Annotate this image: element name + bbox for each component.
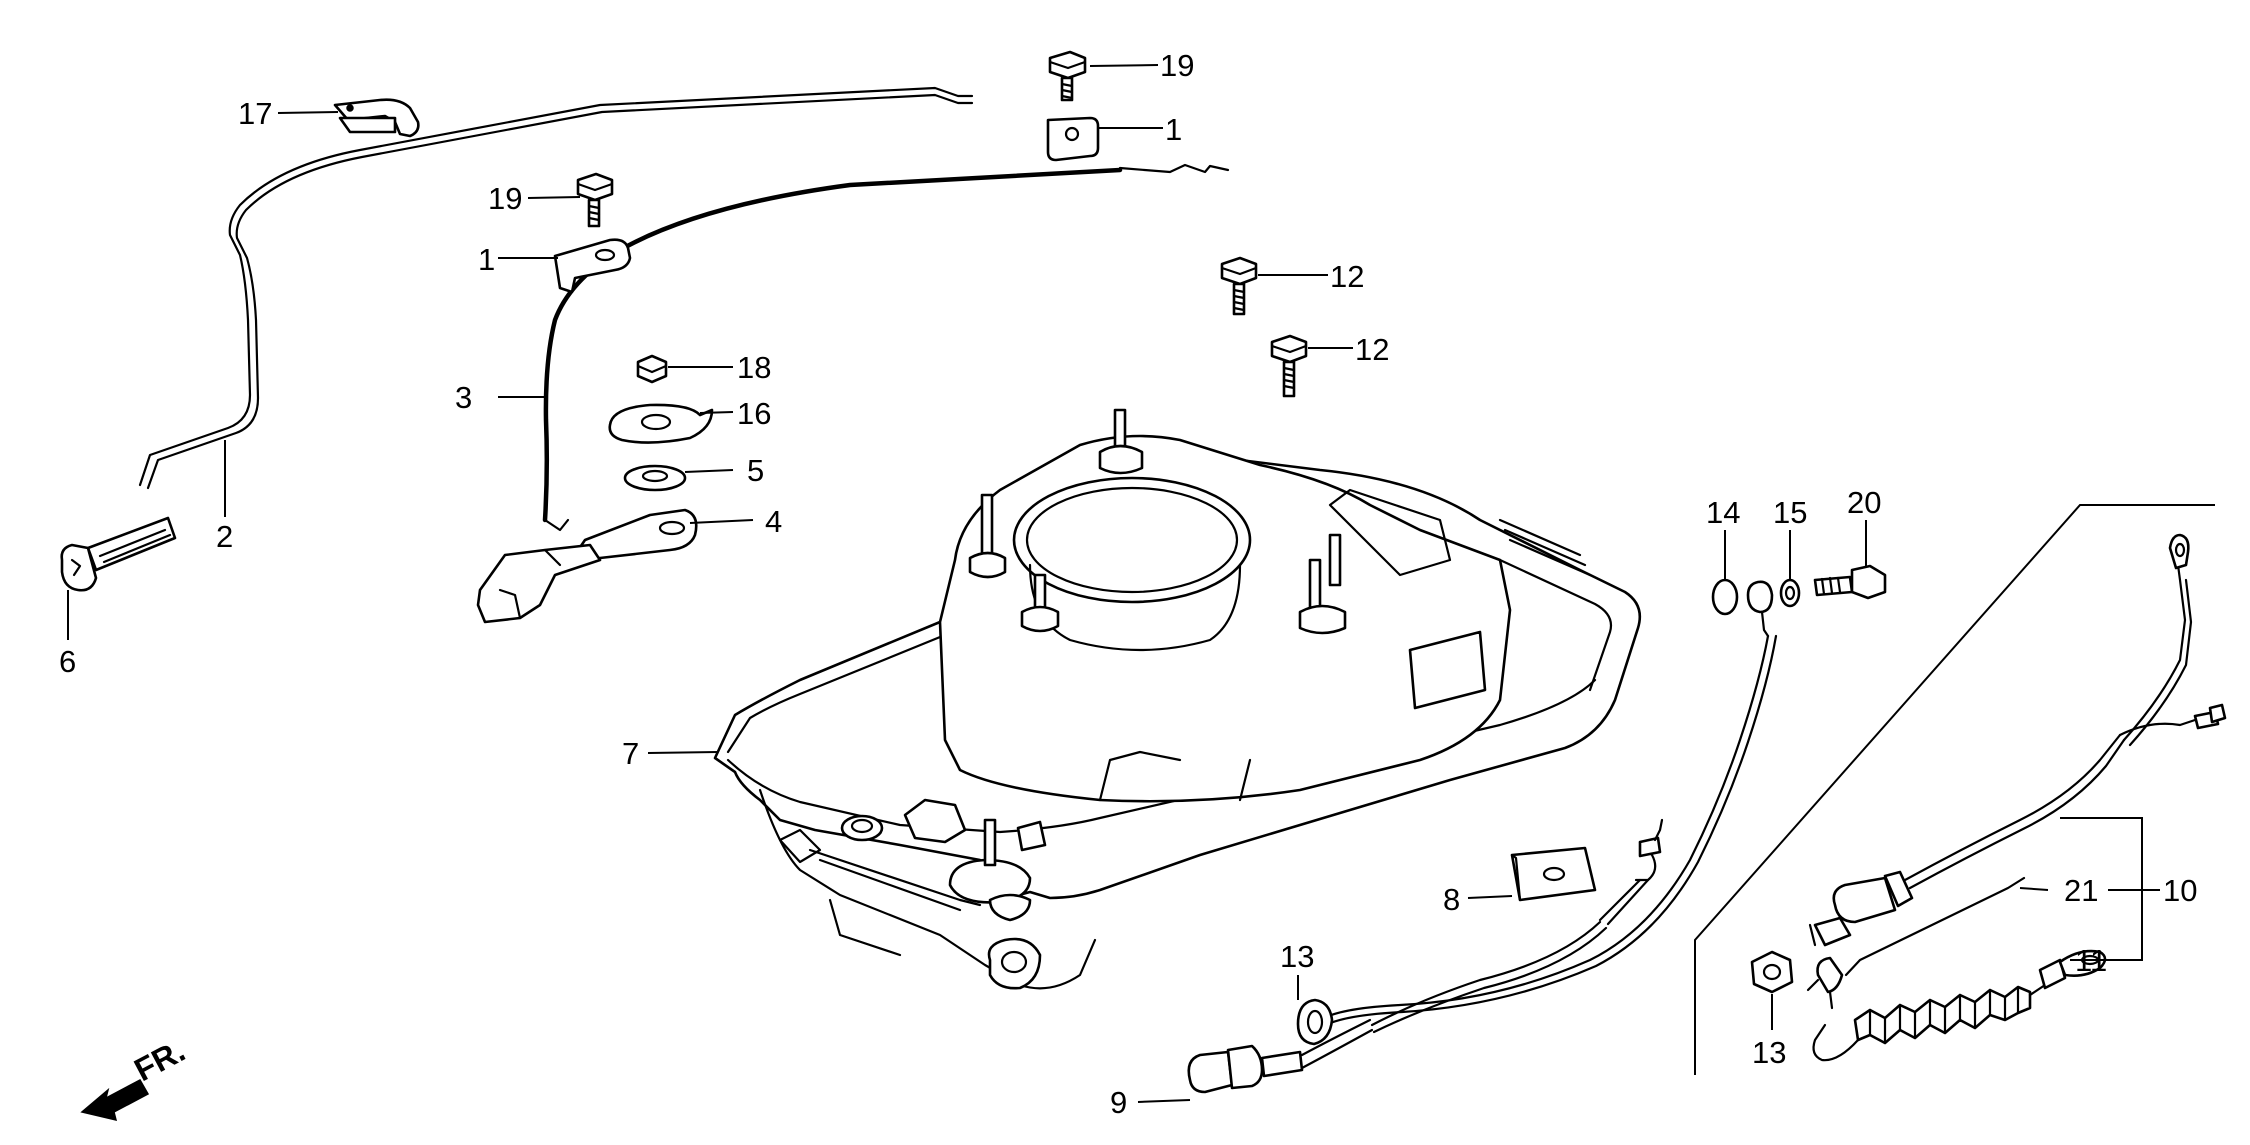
callout-19-upper: 19	[1160, 48, 1194, 83]
bolt-part-20	[1813, 564, 1887, 600]
callout-12-a: 12	[1330, 259, 1364, 294]
rod-clip-part-17	[333, 98, 420, 138]
lockwasher-part-15	[1779, 578, 1801, 608]
callout-10: 10	[2163, 873, 2197, 908]
callout-17: 17	[238, 96, 272, 131]
shift-rod-part-2	[138, 86, 974, 490]
bolt-part-12-a	[1220, 256, 1258, 316]
callout-6: 6	[59, 644, 76, 679]
bolt-part-19-lower	[576, 172, 614, 228]
callout-20: 20	[1847, 485, 1881, 520]
nut-part-18	[636, 354, 668, 384]
callout-21: 21	[2064, 873, 2098, 908]
callout-19-lower: 19	[488, 181, 522, 216]
callout-12-b: 12	[1355, 332, 1389, 367]
friction-plate-part-16	[608, 403, 714, 444]
callout-14: 14	[1706, 495, 1740, 530]
callout-1-lower: 1	[478, 242, 495, 277]
callout-5: 5	[747, 453, 764, 488]
lanyard-part-11	[1806, 876, 2107, 1062]
callout-15: 15	[1773, 495, 1807, 530]
washer-part-5	[623, 464, 687, 492]
emergency-switch-part-10	[1808, 533, 2227, 947]
bolt-part-19-upper	[1048, 50, 1087, 102]
nut-part-13-lower	[1750, 950, 1794, 994]
front-arrow-icon	[80, 1078, 150, 1122]
front-indicator: FR.	[80, 1032, 191, 1122]
callout-13-lower: 13	[1752, 1035, 1786, 1070]
callout-7: 7	[622, 736, 639, 771]
switch-cable	[1370, 920, 1608, 1034]
grip-pin-part-6	[60, 516, 177, 592]
callout-16: 16	[737, 396, 771, 431]
callout-18: 18	[737, 350, 771, 385]
callout-9: 9	[1110, 1085, 1127, 1120]
callout-8: 8	[1443, 882, 1460, 917]
throttle-lever-part-4	[476, 508, 698, 624]
callout-labels: 19 1 17 19 1 12 12 18 3 16 5 4 2 6 7 14 …	[59, 48, 2197, 1120]
callout-4: 4	[765, 504, 782, 539]
stop-switch-part-9	[1187, 1018, 1374, 1094]
leader-lines	[67, 64, 2160, 1103]
callout-1-upper: 1	[1165, 112, 1182, 147]
clamp-part-1-lower	[553, 238, 632, 294]
ground-wire	[1318, 580, 1778, 1029]
throttle-cable-part-3	[542, 163, 1230, 532]
callout-2: 2	[216, 519, 233, 554]
stud-group	[968, 408, 1347, 635]
washer-part-14	[1711, 578, 1739, 616]
engine-pan-part-7	[713, 408, 1642, 990]
callout-3: 3	[455, 380, 472, 415]
bolt-part-12-b	[1270, 334, 1308, 398]
grommet-part-8	[1510, 846, 1597, 902]
nut-part-13-upper	[1296, 998, 1334, 1046]
switch-wire-9	[1598, 818, 1664, 926]
clamp-part-1-upper	[1046, 116, 1100, 162]
callout-13-upper: 13	[1280, 939, 1314, 974]
inset-divider	[1694, 504, 2215, 1075]
front-label: FR.	[128, 1032, 190, 1088]
callout-11: 11	[2075, 943, 2107, 978]
